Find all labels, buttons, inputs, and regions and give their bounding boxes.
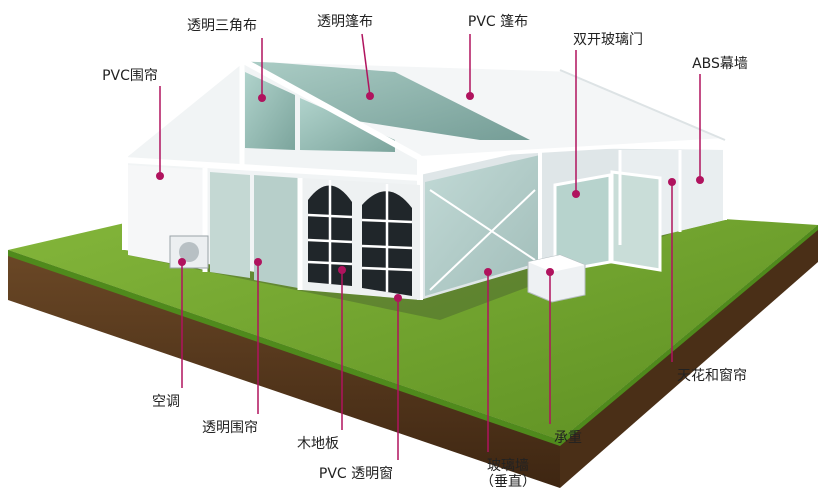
label-aircon: 空调 [152,394,180,410]
callout-pvc-wall-dot [156,172,164,180]
callout-pvc-window-dot [394,294,402,302]
label-pvc-wall: PVC围帘 [102,68,158,84]
callout-glass-wall-dot [484,268,492,276]
label-triangle-cloth: 透明三角布 [187,18,257,34]
air-conditioner [169,235,209,269]
callout-clear-roof-dot [366,92,374,100]
clear-wall-1 [210,172,250,278]
label-clear-roof: 透明篷布 [317,14,373,30]
tent-roof [241,58,726,160]
label-pvc-roof: PVC 篷布 [467,14,529,30]
callout-triangle-cloth-dot [258,94,266,102]
callout-ballast-dot [546,268,554,276]
callout-wood-floor-dot [338,266,346,274]
callout-abs-wall-dot [696,176,704,184]
label-glass-wall-line2: （垂直） [480,474,536,490]
label-glass-door: 双开玻璃门 [573,32,643,48]
glass-door-open [610,170,662,272]
triangle-cloth-left [245,72,295,150]
tent-right-wing [420,148,727,300]
callout-aircon-dot [178,258,186,266]
label-ballast: 承重 [554,430,582,446]
soil-right [560,225,818,488]
callout-pvc-roof-dot [466,92,474,100]
callout-glass-door-dot [572,190,580,198]
label-pvc-window: PVC 透明窗 [318,466,394,482]
ballast-block [527,254,586,303]
triangle-cloth-right [300,98,395,152]
label-glass-wall-line1: 玻璃墙 [487,458,529,474]
callout-clear-wall-dot [254,258,262,266]
label-clear-wall: 透明围帘 [202,420,258,436]
soil-front [8,250,560,488]
label-wood-floor: 木地板 [297,436,339,452]
callout-clear-roof-line [361,33,371,97]
callout-lines [156,33,704,460]
glass-door-panel [553,173,612,274]
label-glass-wall: 玻璃墙 （垂直） [480,458,536,490]
callout-ceiling-curtain-dot [668,178,676,186]
clear-wall-2 [254,175,298,288]
label-ceiling-curtain: 天花和窗帘 [677,368,747,384]
clear-roof [242,60,530,140]
label-abs-wall: ABS幕墙 [692,56,748,72]
